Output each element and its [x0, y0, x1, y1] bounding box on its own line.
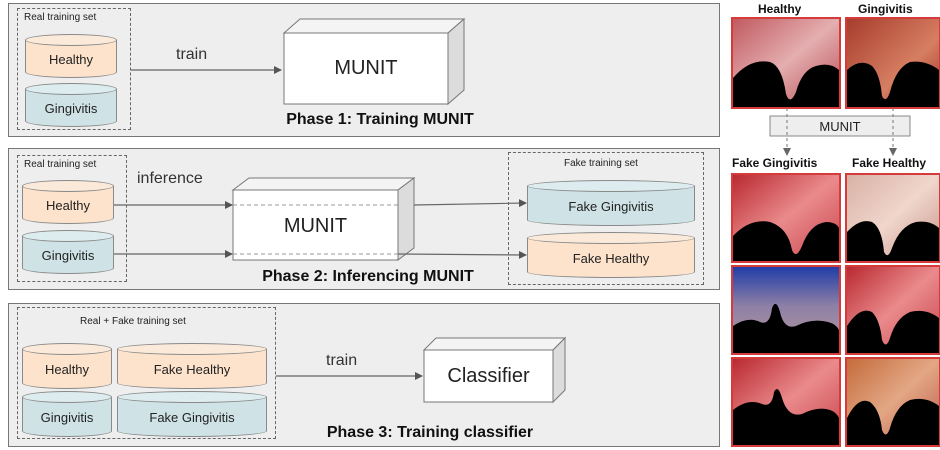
phase2-gingivitis-cylinder: Gingivitis	[22, 230, 114, 274]
phase2-fake-set-label: Fake training set	[564, 158, 638, 169]
phase2-fake-set-group	[508, 152, 704, 285]
thumb-fake-gingivitis-2	[731, 265, 841, 355]
phase1-munit-label: MUNIT	[334, 57, 398, 79]
phase2-fake-gingivitis-label: Fake Gingivitis	[568, 198, 654, 214]
phase3-fake-gingivitis-cylinder: Fake Gingivitis	[117, 391, 267, 437]
phase2-fake-gingivitis-arrow	[413, 199, 527, 208]
thumb-fake-gingivitis-1	[731, 173, 841, 263]
phase3-fake-gingivitis-label: Fake Gingivitis	[149, 409, 235, 425]
phase2-real-set-group	[17, 155, 127, 282]
gallery-col-fake-gingivitis: Fake Gingivitis	[732, 156, 818, 170]
phase3-gingivitis-cylinder: Gingivitis	[22, 391, 112, 437]
phase3-classifier-label: Classifier	[447, 364, 530, 387]
gallery-munit-bar	[769, 115, 911, 137]
phase3-fake-healthy-label: Fake Healthy	[153, 361, 231, 377]
phase2-set-label: Real training set	[24, 159, 97, 170]
phase1-train-label: train	[176, 46, 208, 63]
phase2-fake-gingivitis-cylinder: Fake Gingivitis	[527, 180, 695, 226]
thumb-healthy-real	[731, 17, 841, 109]
phase3-train-label: train	[326, 352, 358, 369]
phase1-gingivitis-cylinder: Gingivitis	[25, 83, 117, 127]
phase3-fake-healthy-cylinder: Fake Healthy	[117, 343, 267, 389]
phase1-healthy-cylinder: Healthy	[25, 34, 117, 78]
phase2-title: Phase 2: Inferencing MUNIT	[262, 268, 474, 285]
phase2-inference-label: inference	[137, 170, 203, 187]
phase2-healthy-cylinder: Healthy	[22, 180, 114, 224]
phase1-title: Phase 1: Training MUNIT	[286, 111, 474, 128]
gallery-col-gingivitis: Gingivitis	[858, 2, 913, 16]
phase1-gingivitis-label: Gingivitis	[44, 100, 98, 116]
phase3-title: Phase 3: Training classifier	[326, 424, 534, 441]
phase3-gingivitis-label: Gingivitis	[40, 409, 94, 425]
phase1-munit-box	[282, 17, 466, 106]
thumb-gingivitis-real	[845, 17, 940, 109]
gallery-col-healthy: Healthy	[758, 2, 802, 16]
phase1-set-label: Real training set	[24, 12, 97, 23]
gallery-thumbnails	[731, 17, 940, 447]
phase2-fake-healthy-arrow	[397, 250, 527, 259]
gallery-munit-label: MUNIT	[819, 118, 861, 134]
phase2-fake-healthy-cylinder: Fake Healthy	[527, 232, 695, 278]
phase3-set-label: Real + Fake training set	[80, 316, 186, 327]
phase3-healthy-cylinder: Healthy	[22, 343, 112, 389]
phase3-healthy-label: Healthy	[44, 361, 90, 377]
phase1-healthy-label: Healthy	[48, 51, 94, 67]
phase2-gingivitis-label: Gingivitis	[41, 247, 95, 263]
diagram-shapes	[114, 17, 567, 404]
thumb-fake-healthy-3	[845, 357, 940, 447]
gallery-col-fake-healthy: Fake Healthy	[852, 156, 927, 170]
phase2-fake-healthy-label: Fake Healthy	[572, 250, 650, 266]
thumb-fake-healthy-1	[845, 173, 940, 263]
phase3-combined-set-group	[17, 307, 276, 439]
thumb-fake-healthy-2	[845, 265, 940, 355]
phase2-munit-label: MUNIT	[283, 214, 348, 237]
phase2-healthy-label: Healthy	[45, 197, 91, 213]
phase1-real-set-group	[17, 8, 131, 130]
phase3-classifier-box	[422, 336, 567, 404]
phase2-munit-box	[231, 177, 416, 261]
thumb-fake-gingivitis-3	[731, 357, 841, 447]
